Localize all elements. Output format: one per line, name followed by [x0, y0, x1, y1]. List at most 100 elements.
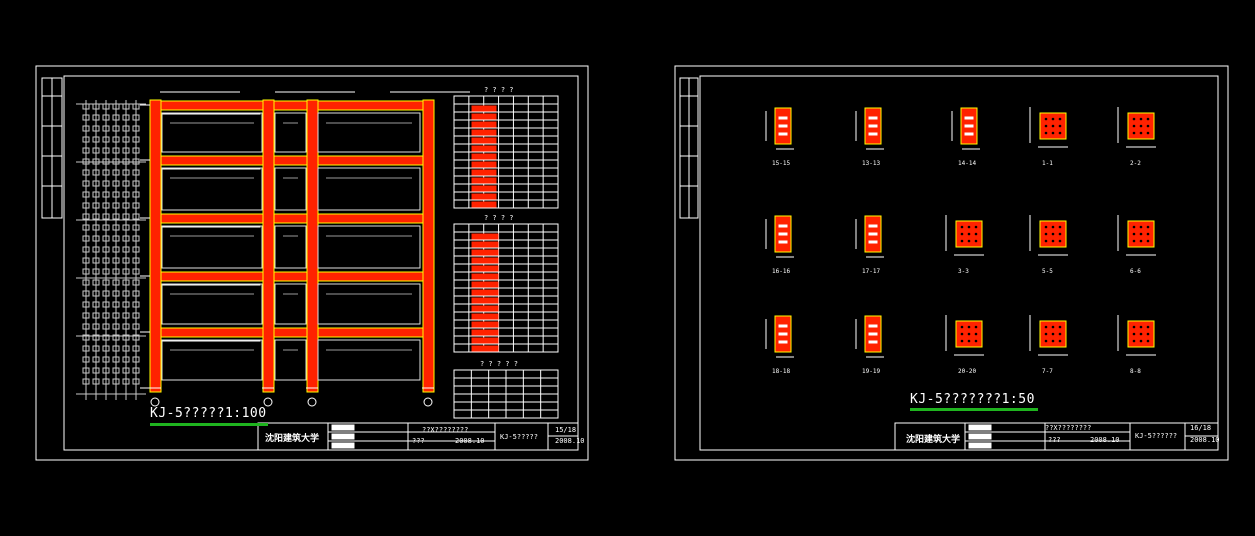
section-rebar-dot — [1058, 325, 1062, 329]
left-university-name: 沈阳建筑大学 — [265, 434, 320, 444]
section-rebar-dot — [1051, 124, 1055, 128]
left-schedule-mark — [122, 147, 130, 154]
section-rebar-dot — [960, 239, 964, 243]
section-rebar-dot — [1044, 332, 1048, 336]
left-schedule-mark — [92, 235, 100, 242]
rebar-shape — [471, 185, 497, 192]
section-rebar-dot — [1132, 225, 1136, 229]
rebar-shape — [471, 193, 497, 200]
section-beam-bar — [778, 324, 788, 328]
left-schedule-mark — [122, 191, 130, 198]
frame-bay-outline — [274, 283, 307, 325]
section-label: 2-2 — [1130, 160, 1141, 167]
section-square — [1039, 320, 1067, 348]
section-rebar-dot — [1051, 232, 1055, 236]
left-schedule-mark — [92, 125, 100, 132]
section-rebar-dot — [1132, 232, 1136, 236]
left-title-underline — [150, 423, 268, 426]
left-schedule-mark — [122, 290, 130, 297]
section-beam-bar — [778, 340, 788, 344]
section-beam-bar — [868, 332, 878, 336]
left-schedule-mark — [92, 147, 100, 154]
left-schedule-mark — [122, 345, 130, 352]
left-schedule-mark — [122, 235, 130, 242]
section-rebar-dot — [1146, 239, 1150, 243]
left-schedule-mark — [82, 125, 90, 132]
right-title-underline — [910, 408, 1038, 411]
left-schedule-mark — [112, 312, 120, 319]
section-beam-bar — [868, 240, 878, 244]
left-schedule-mark — [102, 235, 110, 242]
left-schedule-mark — [112, 224, 120, 231]
left-schedule-mark — [132, 169, 140, 176]
section-rebar-dot — [974, 232, 978, 236]
frame-grid-bubble — [423, 397, 433, 407]
section-rebar-dot — [960, 339, 964, 343]
section-rebar-dot — [1139, 225, 1143, 229]
section-rebar-dot — [1146, 332, 1150, 336]
left-schedule-mark — [102, 290, 110, 297]
section-rebar-dot — [1146, 232, 1150, 236]
frame-grid-bubble — [263, 397, 273, 407]
section-rebar-dot — [1044, 325, 1048, 329]
left-schedule-mark — [92, 246, 100, 253]
section-label: 19-19 — [862, 368, 880, 375]
section-rebar-dot — [974, 325, 978, 329]
section-label: 3-3 — [958, 268, 969, 275]
section-label: 8-8 — [1130, 368, 1141, 375]
section-beam-bar — [868, 224, 878, 228]
frame-beam — [149, 100, 434, 111]
rebar-shape — [471, 281, 499, 288]
left-title-block-fill — [331, 433, 355, 440]
section-beam-bar — [868, 124, 878, 128]
frame-bay-outline — [161, 225, 263, 269]
left-schedule-mark — [132, 114, 140, 121]
left-drawing-title: KJ-5?????1:100 — [150, 406, 267, 421]
section-rebar-dot — [1146, 124, 1150, 128]
left-schedule-mark — [122, 136, 130, 143]
left-table-2-heading: ? ? ? ? — [484, 214, 514, 222]
left-schedule-mark — [132, 279, 140, 286]
section-beam-bar — [778, 124, 788, 128]
rebar-shape — [471, 305, 499, 312]
rebar-shape — [471, 145, 497, 152]
left-schedule-mark — [82, 279, 90, 286]
left-schedule-mark — [82, 367, 90, 374]
right-university-name: 沈阳建筑大学 — [906, 435, 961, 445]
left-schedule-mark — [112, 345, 120, 352]
left-schedule-mark — [92, 224, 100, 231]
frame-bay-outline — [274, 339, 307, 381]
section-rebar-dot — [1051, 117, 1055, 121]
left-schedule-mark — [132, 312, 140, 319]
left-schedule-mark — [92, 345, 100, 352]
left-table-1-heading: ? ? ? ? — [484, 86, 514, 94]
left-schedule-mark — [122, 224, 130, 231]
rebar-shape — [471, 201, 497, 208]
left-schedule-mark — [82, 202, 90, 209]
left-sheet-number: 15/18 — [555, 426, 577, 434]
left-schedule-mark — [102, 224, 110, 231]
section-rebar-dot — [1044, 225, 1048, 229]
left-schedule-mark — [112, 290, 120, 297]
frame-bay-outline — [274, 225, 307, 269]
section-rebar-dot — [1139, 339, 1143, 343]
left-schedule-mark — [122, 114, 130, 121]
section-beam-bar — [868, 324, 878, 328]
section-label: 1-1 — [1042, 160, 1053, 167]
left-schedule-mark — [102, 246, 110, 253]
rebar-shape — [471, 265, 499, 272]
rebar-shape — [471, 241, 499, 248]
left-schedule-mark — [122, 125, 130, 132]
frame-bay-outline — [317, 167, 421, 211]
rebar-shape — [471, 345, 499, 352]
left-schedule-mark — [122, 279, 130, 286]
left-schedule-mark — [92, 312, 100, 319]
left-schedule-mark — [112, 136, 120, 143]
left-schedule-mark — [82, 334, 90, 341]
section-beam-bar — [778, 240, 788, 244]
left-schedule-mark — [102, 279, 110, 286]
left-schedule-mark — [92, 301, 100, 308]
left-sheet-border — [35, 65, 589, 461]
left-schedule-mark — [112, 125, 120, 132]
section-rebar-dot — [1139, 332, 1143, 336]
